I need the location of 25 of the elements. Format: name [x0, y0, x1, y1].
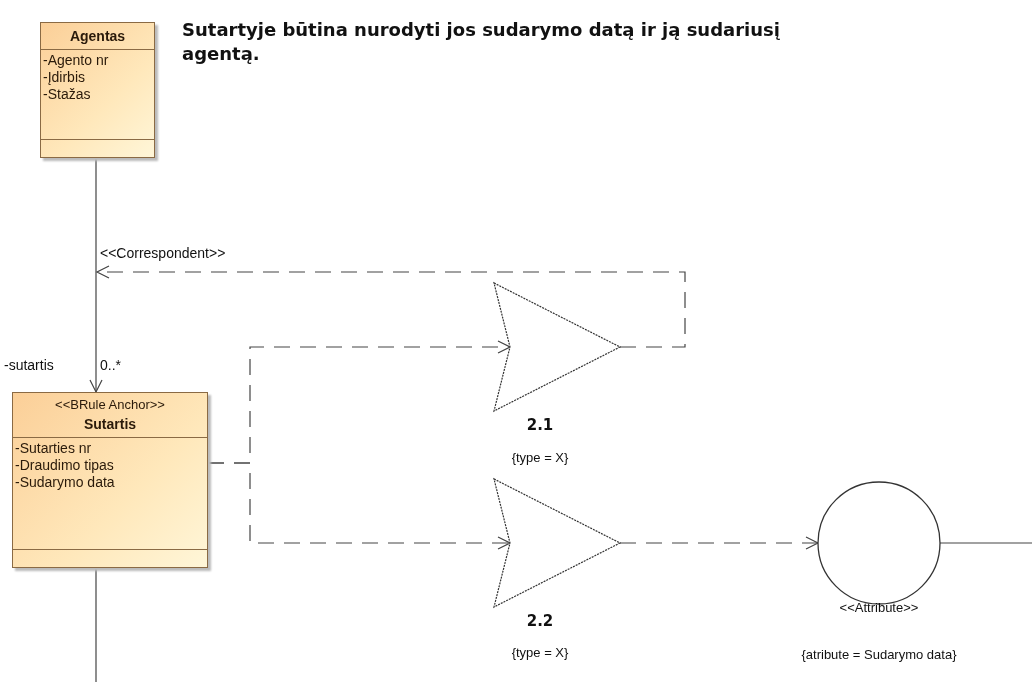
attribute-text: -Agento nr [43, 52, 110, 69]
diagram-title: Sutartyje būtina nurodyti jos sudarymo datą ir ją sudariusį agentą. [182, 18, 781, 66]
dashed-arrow [96, 265, 686, 348]
constraint-text: {atribute = Sudarymo data} [801, 647, 957, 662]
attribute-text: -Įdirbis [43, 69, 86, 86]
attribute-text: -Sudarymo data [15, 474, 116, 491]
class-name: Sutartis [83, 415, 137, 434]
role-name: -sutartis [4, 357, 54, 373]
class-name: Agentas [69, 27, 126, 46]
attribute-text: -Draudimo tipas [15, 457, 115, 474]
arrow [89, 157, 103, 393]
rule-number: 2.2 [526, 612, 554, 630]
class-box [40, 22, 155, 158]
constraint-text: {type = X} [511, 645, 569, 660]
stereotype-text: <<BRule Anchor>> [55, 396, 165, 414]
constraint-text: {type = X} [511, 450, 569, 465]
class-box [12, 392, 208, 568]
edge-label: <<Correspondent>> [99, 245, 227, 261]
multiplicity-label: 0..* [100, 357, 121, 373]
stereotype-text: <<Attribute>> [839, 600, 919, 615]
attribute-text: -Stažas [43, 86, 92, 103]
dashed-arrow [619, 536, 819, 550]
connector-line [95, 567, 97, 682]
attribute-text: -Sutarties nr [15, 440, 93, 457]
rule-number: 2.1 [526, 416, 554, 434]
